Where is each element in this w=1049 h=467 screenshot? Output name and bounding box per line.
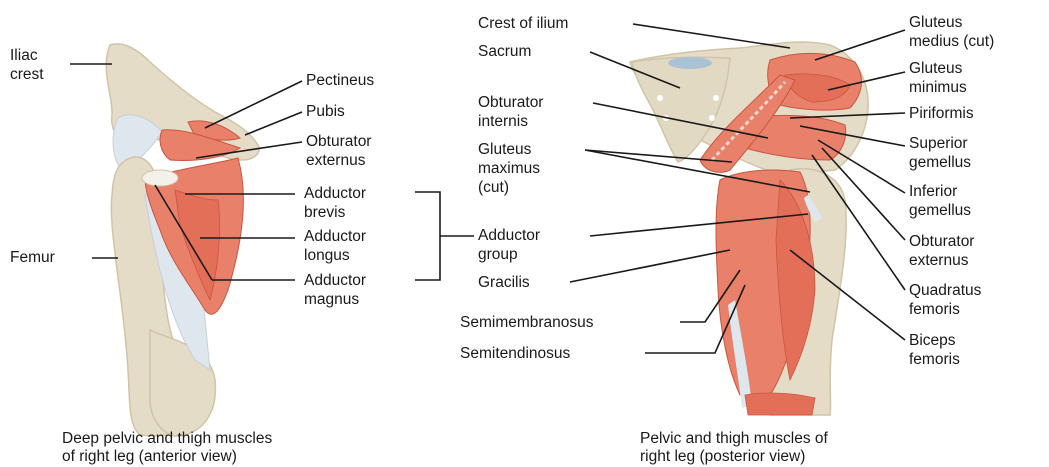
label-crest-of-ilium: Crest of ilium xyxy=(478,14,568,33)
label-adductor-brevis: Adductor brevis xyxy=(304,184,366,222)
caption-right-line2: right leg (posterior view) xyxy=(640,447,805,466)
leader-pectineus xyxy=(205,81,302,128)
knee-tendons xyxy=(745,393,815,415)
sacral-foramen xyxy=(709,115,715,121)
leader-gracilis xyxy=(570,250,730,282)
label-piriformis: Piriformis xyxy=(909,104,974,123)
label-obturator-internis: Obturator internis xyxy=(478,93,543,131)
label-semitendinosus: Semitendinosus xyxy=(460,344,570,363)
adductor-bracket xyxy=(415,192,440,280)
label-gracilis: Gracilis xyxy=(478,273,530,292)
sacral-foramen xyxy=(713,95,719,101)
label-gluteus-medius: Gluteus medius (cut) xyxy=(909,13,994,51)
anterior-view-illustration xyxy=(106,44,259,436)
leader-pubis xyxy=(245,112,302,135)
label-obturator-externus-right: Obturator externus xyxy=(909,232,974,270)
label-pectineus: Pectineus xyxy=(306,71,374,90)
label-adductor-longus: Adductor longus xyxy=(304,227,366,265)
label-iliac-crest: Iliac crest xyxy=(10,46,44,84)
label-obturator-externus: Obturator externus xyxy=(306,132,371,170)
obturator-gap xyxy=(142,170,178,186)
label-femur: Femur xyxy=(10,248,55,267)
label-superior-gemellus: Superior gemellus xyxy=(909,134,971,172)
sacral-foramen xyxy=(657,95,663,101)
label-quadratus-femoris: Quadratus femoris xyxy=(909,281,981,319)
label-adductor-group: Adductor group xyxy=(478,226,540,264)
label-gluteus-maximus: Gluteus maximus (cut) xyxy=(478,140,540,197)
label-adductor-magnus: Adductor magnus xyxy=(304,271,366,309)
label-biceps-femoris: Biceps femoris xyxy=(909,331,960,369)
label-gluteus-minimus: Gluteus minimus xyxy=(909,59,967,97)
label-semimembranosus: Semimembranosus xyxy=(460,313,594,332)
label-pubis: Pubis xyxy=(306,102,345,121)
label-sacrum: Sacrum xyxy=(478,42,531,61)
caption-left-line1: Deep pelvic and thigh muscles xyxy=(62,429,272,448)
leader-crest-of-ilium xyxy=(633,24,790,48)
caption-right-line1: Pelvic and thigh muscles of xyxy=(640,429,828,448)
caption-left-line2: of right leg (anterior view) xyxy=(62,447,237,466)
sacrum-top xyxy=(668,57,712,69)
label-inferior-gemellus: Inferior gemellus xyxy=(909,182,971,220)
